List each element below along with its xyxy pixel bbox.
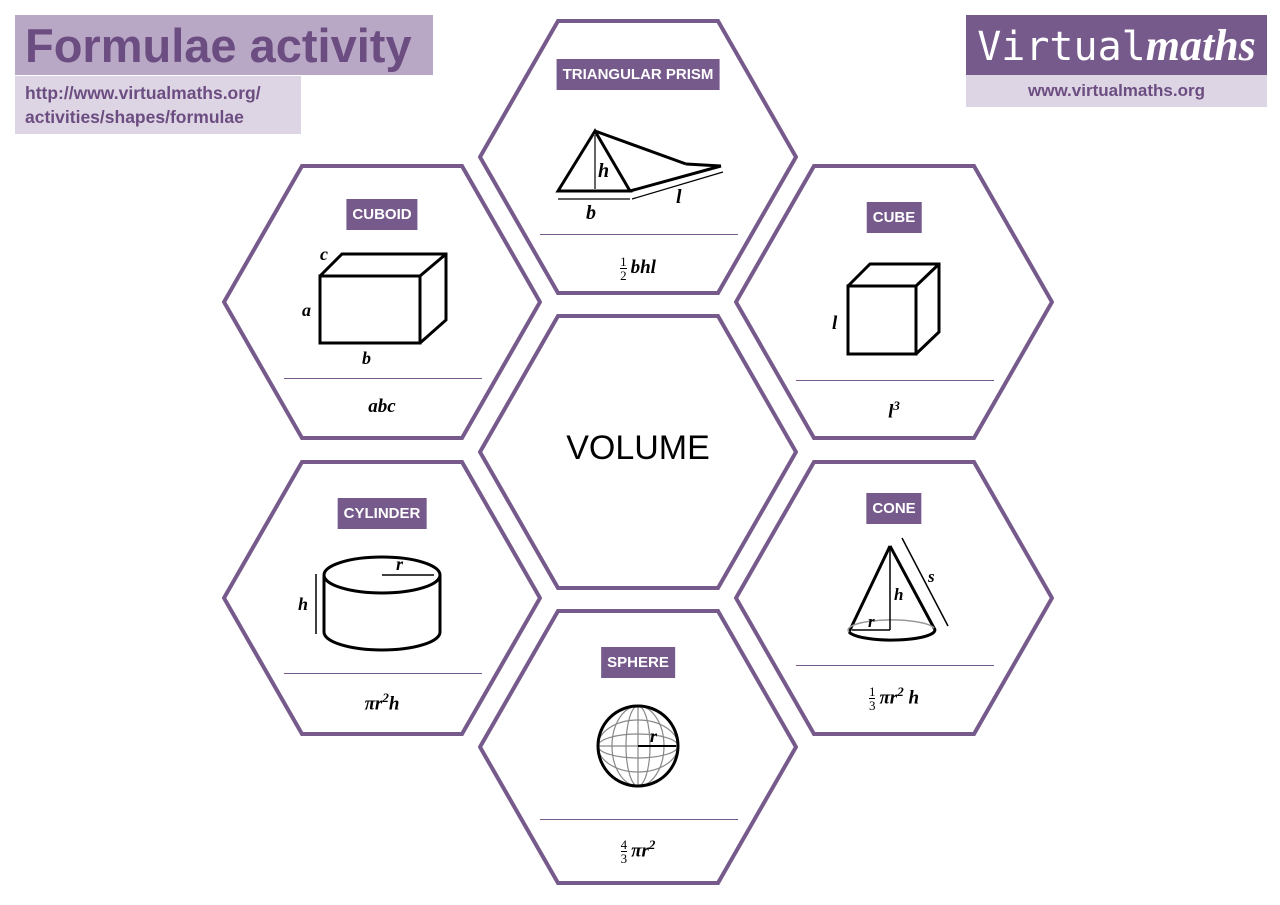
exponent: 2 [897, 684, 904, 699]
formula: l3 [734, 398, 1054, 423]
virtualmaths-logo: Virtualmaths [966, 15, 1267, 75]
formula-part: πr [631, 840, 649, 862]
logo-plain: Virtual [977, 24, 1146, 70]
hex-volume-center: VOLUME [478, 314, 798, 590]
activity-url[interactable]: http://www.virtualmaths.org/activities/s… [15, 76, 301, 134]
frac-den: 2 [620, 268, 627, 283]
url-line-1: http://www.virtualmaths.org/ [25, 83, 261, 103]
shape-name-badge: CUBOID [346, 199, 418, 230]
cone-diagram: h r s [847, 537, 949, 642]
formula-part: h [903, 687, 920, 709]
frac-num: 4 [620, 837, 628, 853]
label-h: h [598, 160, 609, 182]
triangular-prism-diagram: h b l [555, 128, 724, 224]
label-r: r [868, 612, 875, 631]
frac-num: 1 [620, 254, 627, 269]
cube-diagram: l [832, 262, 941, 356]
logo-italic: maths [1145, 21, 1256, 70]
frac-num: 1 [868, 684, 876, 700]
formula-text: bhl [630, 256, 656, 278]
frac-den: 3 [620, 851, 628, 867]
hex-cylinder: CYLINDER r h πr2h [222, 460, 542, 736]
sphere-diagram: r [596, 704, 680, 788]
exponent: 2 [648, 837, 656, 852]
formula-part: πr [879, 687, 898, 709]
shape-name-badge: CONE [866, 493, 922, 524]
shape-name-badge: TRIANGULAR PRISM [556, 59, 720, 90]
label-a: a [302, 300, 311, 320]
divider [540, 234, 738, 235]
formula-part: h [388, 693, 400, 715]
hexagon-outline [222, 460, 542, 736]
label-l: l [676, 186, 682, 208]
cylinder-diagram: r h [298, 554, 442, 652]
shape-name-badge: CUBE [866, 202, 922, 233]
hexagon-outline [478, 314, 798, 590]
formula-part: πr [364, 693, 383, 715]
page-title: Formulae activity [15, 15, 433, 75]
divider [796, 380, 994, 381]
formula-text: l [888, 401, 894, 423]
label-r: r [396, 554, 404, 574]
hex-cuboid: CUBOID a b c abc [222, 164, 542, 440]
formula: πr2h [222, 690, 542, 715]
label-h: h [894, 585, 903, 604]
url-line-2: activities/shapes/formulae [25, 107, 244, 127]
hexagon-outline [734, 460, 1054, 736]
divider [796, 665, 994, 666]
label-c: c [320, 244, 328, 264]
shape-name-badge: SPHERE [601, 647, 675, 678]
shape-name-badge: CYLINDER [337, 498, 427, 529]
formula: abc [368, 396, 396, 417]
exponent: 3 [893, 398, 900, 413]
label-r: r [650, 726, 658, 746]
topic-label: VOLUME [566, 429, 710, 467]
hexagon-outline [222, 164, 542, 440]
label-h: h [298, 594, 308, 614]
frac-den: 3 [868, 698, 876, 714]
cuboid-diagram: a b c [302, 244, 448, 368]
hexagon-outline [734, 164, 1054, 440]
divider [540, 819, 738, 820]
label-l: l [832, 313, 838, 334]
divider [284, 378, 482, 379]
logo-url[interactable]: www.virtualmaths.org [966, 75, 1267, 107]
divider [284, 673, 482, 674]
label-s: s [927, 567, 935, 586]
exponent: 2 [382, 690, 389, 705]
hex-cube: CUBE l l3 [734, 164, 1054, 440]
label-b: b [586, 202, 596, 224]
label-b: b [362, 348, 371, 368]
